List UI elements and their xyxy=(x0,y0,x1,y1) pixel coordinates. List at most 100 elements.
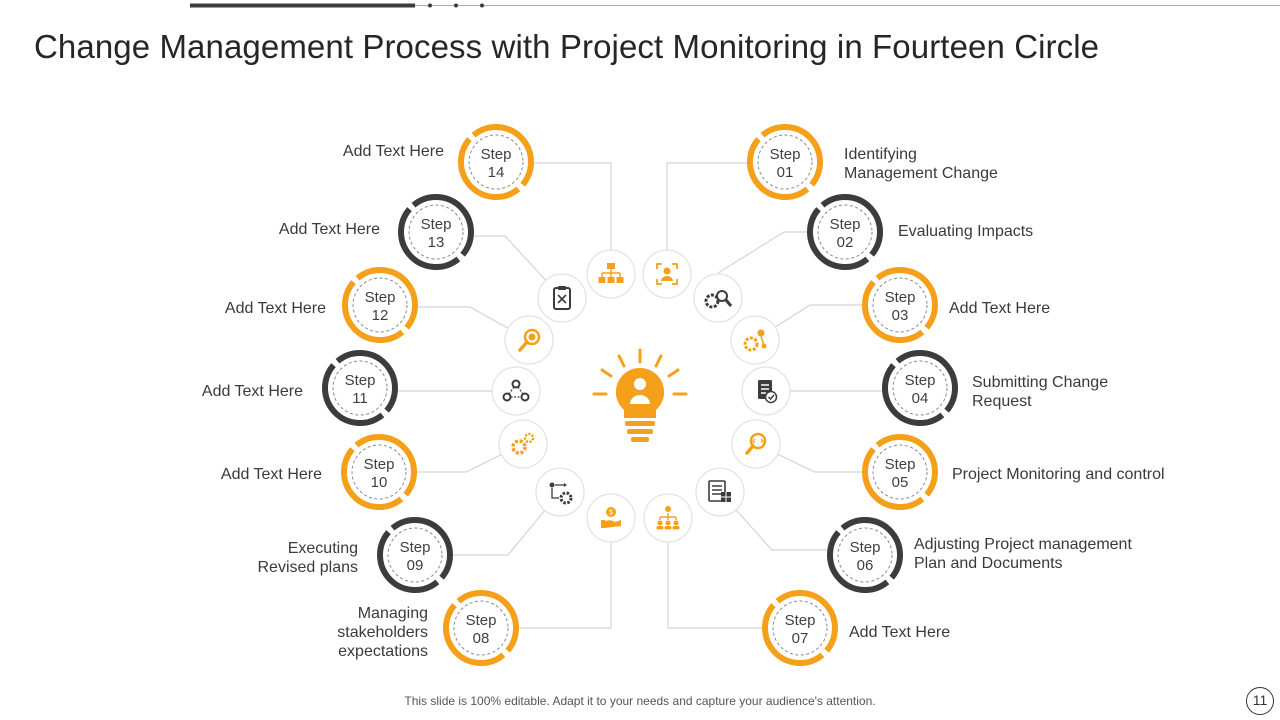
step-14-description: Add Text Here xyxy=(343,142,444,161)
step-word: Step xyxy=(770,146,801,163)
connector-line xyxy=(474,235,563,299)
step-word: Step xyxy=(905,372,936,389)
gear-network-icon xyxy=(730,315,780,365)
step-number: 10 xyxy=(371,474,388,491)
step-word: Step xyxy=(345,372,376,389)
gears-icon xyxy=(498,419,548,469)
step-number: 02 xyxy=(837,234,854,251)
step-word: Step xyxy=(365,289,396,306)
step-number: 14 xyxy=(488,164,505,181)
step-number: 05 xyxy=(892,474,909,491)
step-number: 12 xyxy=(372,307,389,324)
step-word: Step xyxy=(421,216,452,233)
description-line: Identifying xyxy=(844,146,917,163)
description-line: stakeholders xyxy=(337,624,428,641)
description-line: Plan and Documents xyxy=(914,555,1063,572)
connector-line xyxy=(667,543,762,629)
step-02-description: Evaluating Impacts xyxy=(898,222,1033,241)
description-line: Add Text Here xyxy=(949,300,1051,317)
description-line: Add Text Here xyxy=(849,624,951,641)
description-line: Add Text Here xyxy=(278,221,380,238)
description-line: Add Text Here xyxy=(342,143,444,160)
step-number: 06 xyxy=(857,557,874,574)
step-word: Step xyxy=(850,539,881,556)
step-03-description: Add Text Here xyxy=(949,299,1050,318)
step-12-description: Add Text Here xyxy=(225,299,326,318)
document-check-icon xyxy=(741,366,791,416)
description-line: expectations xyxy=(338,643,428,660)
step-word: Step xyxy=(481,146,512,163)
step-word: Step xyxy=(466,612,497,629)
connector-line xyxy=(534,162,612,250)
description-line: Evaluating Impacts xyxy=(898,223,1034,240)
step-number: 03 xyxy=(892,307,909,324)
description-line: Add Text Here xyxy=(201,383,303,400)
top-decoration xyxy=(190,3,1280,8)
footer-note: This slide is 100% editable. Adapt it to… xyxy=(404,694,876,708)
connector-line xyxy=(453,491,561,556)
gear-search-icon xyxy=(693,273,743,323)
step-word: Step xyxy=(364,456,395,473)
connector-lines xyxy=(398,162,882,629)
description-line: Submitting Change xyxy=(972,374,1109,391)
org-chart-icon xyxy=(586,249,636,299)
page-number: 11 xyxy=(1246,687,1274,715)
step-number: 11 xyxy=(352,390,368,407)
step-word: Step xyxy=(830,216,861,233)
hand-money-icon: $ xyxy=(586,493,636,543)
description-line: Request xyxy=(972,393,1032,410)
description-line: Managing xyxy=(357,605,428,622)
connector-line xyxy=(519,543,612,629)
description-line: Add Text Here xyxy=(224,300,326,317)
user-focus-icon xyxy=(642,249,692,299)
step-05-description: Project Monitoring and control xyxy=(952,465,1165,484)
network-icon xyxy=(491,366,541,416)
description-line: Add Text Here xyxy=(220,466,322,483)
step-number: 01 xyxy=(777,164,794,181)
step-07-description: Add Text Here xyxy=(849,623,950,642)
team-hierarchy-icon xyxy=(643,493,693,543)
connector-line xyxy=(719,491,827,551)
description-line: Executing xyxy=(287,540,358,557)
step-word: Step xyxy=(785,612,816,629)
magnifier-icon xyxy=(504,315,554,365)
step-word: Step xyxy=(885,456,916,473)
step-10-description: Add Text Here xyxy=(221,465,322,484)
step-11-description: Add Text Here xyxy=(202,382,303,401)
process-gears-icon xyxy=(535,467,585,517)
icon-nodes: $ xyxy=(491,249,791,543)
description-line: Revised plans xyxy=(257,559,359,576)
svg-text:$: $ xyxy=(609,510,613,517)
step-circles: Step01Step02Step03Step04Step05Step06Step… xyxy=(322,124,958,666)
description-line: Management Change xyxy=(844,165,998,182)
step-13-description: Add Text Here xyxy=(279,220,380,239)
step-number: 08 xyxy=(473,630,490,647)
step-number: 07 xyxy=(792,630,809,647)
step-number: 13 xyxy=(428,234,445,251)
description-line: Project Monitoring and control xyxy=(952,466,1165,483)
step-word: Step xyxy=(885,289,916,306)
connector-line xyxy=(666,162,747,250)
description-line: Adjusting Project management xyxy=(914,536,1132,553)
step-08-description: Managing stakeholders expectations xyxy=(337,604,428,661)
connector-line xyxy=(717,231,807,274)
step-number: 09 xyxy=(407,557,424,574)
